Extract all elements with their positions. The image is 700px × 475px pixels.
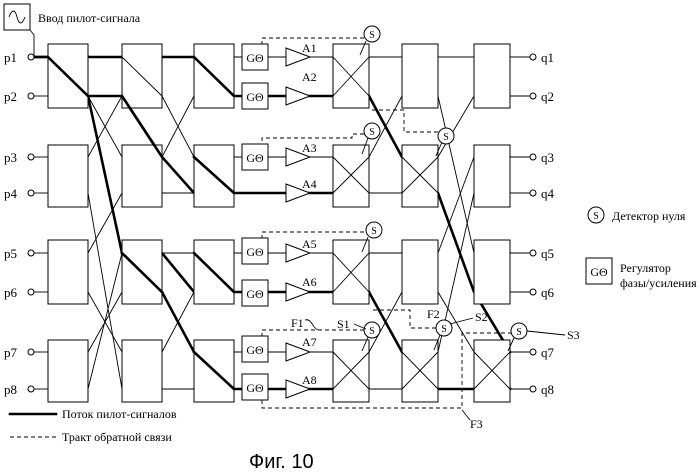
phase-gain-regulator: GΘ [242,238,268,264]
output-port-label: q8 [541,382,554,397]
input-port-label: p2 [4,89,17,104]
detector-label-s1: S1 [337,317,350,331]
legend-regulator: GΘ Регулятор фазы/усиления [586,258,697,290]
svg-text:Тракт обратной связи: Тракт обратной связи [62,430,172,444]
coupler-block [48,240,88,304]
hybrid-coupler [333,340,369,402]
output-stage2-blocks [474,44,510,304]
amp-label: A8 [302,373,317,387]
svg-text:S: S [369,30,375,41]
input-port-label: p3 [4,150,17,165]
amp-label: A3 [302,141,317,155]
stage2-blocks [122,44,162,402]
input-port-label: p4 [4,186,18,201]
svg-text:GΘ: GΘ [246,151,264,165]
output-port-label: q4 [541,186,555,201]
coupler-block [402,240,438,304]
coupler-block [122,145,162,207]
amp-label: A6 [302,275,317,289]
svg-text:GΘ: GΘ [246,381,264,395]
phase-gain-regulator: GΘ [242,280,268,306]
feedback-label-f2: F2 [427,307,440,321]
figure-caption: Фиг. 10 [249,451,314,473]
null-detector: S [436,128,454,156]
legend-detector: S Детектор нуля [588,207,686,223]
svg-text:GΘ: GΘ [246,287,264,301]
svg-text:Регулятор: Регулятор [620,261,671,275]
svg-text:Детектор нуля: Детектор нуля [612,209,686,223]
detector-label-s3: S3 [567,328,580,342]
svg-text:GΘ: GΘ [246,90,264,104]
output-ports: q1 q2 q3 q4 q5 q6 q7 q8 [530,50,555,397]
svg-text:GΘ: GΘ [246,245,264,259]
svg-text:S: S [369,127,375,138]
output-port-label: q3 [541,150,554,165]
stage3-blocks [194,44,234,402]
hybrid-coupler [474,340,510,402]
output-port-label: q2 [541,89,554,104]
svg-text:GΘ: GΘ [246,343,264,357]
output-port-label: q6 [541,285,555,300]
hybrid-coupler [402,340,438,402]
input-port-label: p6 [4,285,18,300]
coupler-block [48,145,88,207]
feedback-label-f1: F1 [291,316,304,330]
coupler-block [474,240,510,304]
hybrid-coupler [333,145,369,207]
output-port-label: q1 [541,50,554,65]
amp-label: A2 [302,70,317,84]
detector-label-s2: S2 [475,310,488,324]
input-ports: p1 p2 p3 p4 p5 p6 p7 p8 [4,50,34,397]
interconnect-lines [34,57,530,389]
hybrid-coupler [333,44,369,108]
amp-label: A4 [302,177,317,191]
input-port-label: p7 [4,345,18,360]
output-port-label: q7 [541,345,555,360]
amp-label: A5 [302,237,317,251]
svg-text:Поток пилот-сигналов: Поток пилот-сигналов [62,407,177,421]
null-detector: S [508,323,527,351]
output-port-label: q5 [541,246,554,261]
legend-pilot-flow: Поток пилот-сигналов [10,407,177,421]
input-port-label: p8 [4,382,17,397]
svg-text:фазы/усиления: фазы/усиления [620,276,697,290]
pilot-input-label: Ввод пилот-сигнала [38,11,141,25]
svg-text:S: S [593,211,599,222]
coupler-block [402,44,438,108]
coupler-block [474,44,510,108]
svg-text:S: S [516,327,522,338]
phase-gain-regulator: GΘ [242,336,268,362]
amp-label: A7 [302,335,317,349]
svg-text:S: S [371,226,377,237]
feedback-label-f3: F3 [470,417,483,431]
phase-gain-regulator: GΘ [242,144,268,170]
svg-text:S: S [443,132,449,143]
coupler-block [122,340,162,402]
amplifier-labels: A1 A2 A3 A4 A5 A6 A7 A8 [302,41,317,387]
legend-feedback-path: Тракт обратной связи [10,430,172,444]
phase-gain-regulator: GΘ [242,374,268,400]
coupler-block [48,340,88,402]
stage1-blocks [48,44,88,402]
coupler-block [474,145,510,207]
svg-text:S: S [369,326,375,337]
input-port-label: p5 [4,246,17,261]
svg-text:S: S [441,324,447,335]
hybrid-coupler [402,145,438,207]
hybrid-coupler [333,240,369,304]
svg-text:GΘ: GΘ [246,51,264,65]
phase-gain-regulator: GΘ [242,83,268,109]
phase-gain-regulators: GΘ GΘ GΘ GΘ GΘ GΘ GΘ [242,44,268,400]
amp-label: A1 [302,41,317,55]
svg-text:GΘ: GΘ [590,265,608,279]
input-port-label: p1 [4,50,17,65]
phase-gain-regulator: GΘ [242,44,268,70]
